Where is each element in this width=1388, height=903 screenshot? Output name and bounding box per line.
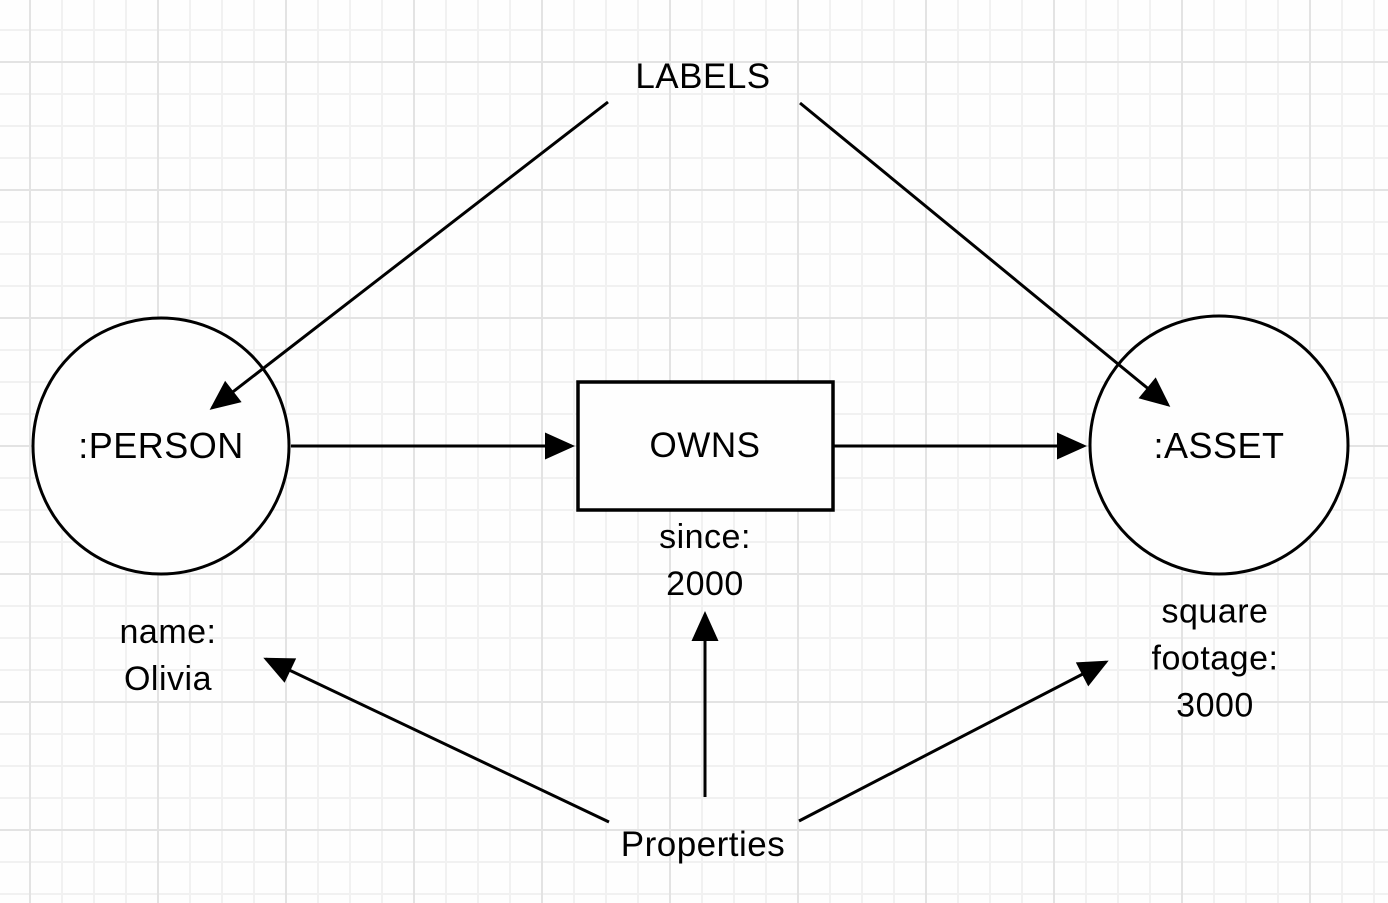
arrow-labels-to-asset bbox=[799, 101, 1171, 407]
arrow-properties-to-footage bbox=[798, 660, 1109, 823]
since-property-label: since: 2000 bbox=[659, 518, 751, 603]
person-node-label: :PERSON bbox=[78, 425, 244, 467]
asset-node-label: :ASSET bbox=[1153, 425, 1285, 467]
owns-relationship-label: OWNS bbox=[649, 425, 761, 465]
footage-property-label: square footage: 3000 bbox=[1151, 592, 1279, 725]
properties-annotation: Properties bbox=[620, 824, 786, 864]
labels-annotation: LABELS bbox=[635, 56, 771, 96]
arrow-labels-to-person bbox=[209, 100, 609, 410]
owns-relationship-box bbox=[576, 380, 835, 512]
arrow-properties-to-name bbox=[263, 657, 610, 824]
name-property-label: name: Olivia bbox=[119, 613, 217, 698]
